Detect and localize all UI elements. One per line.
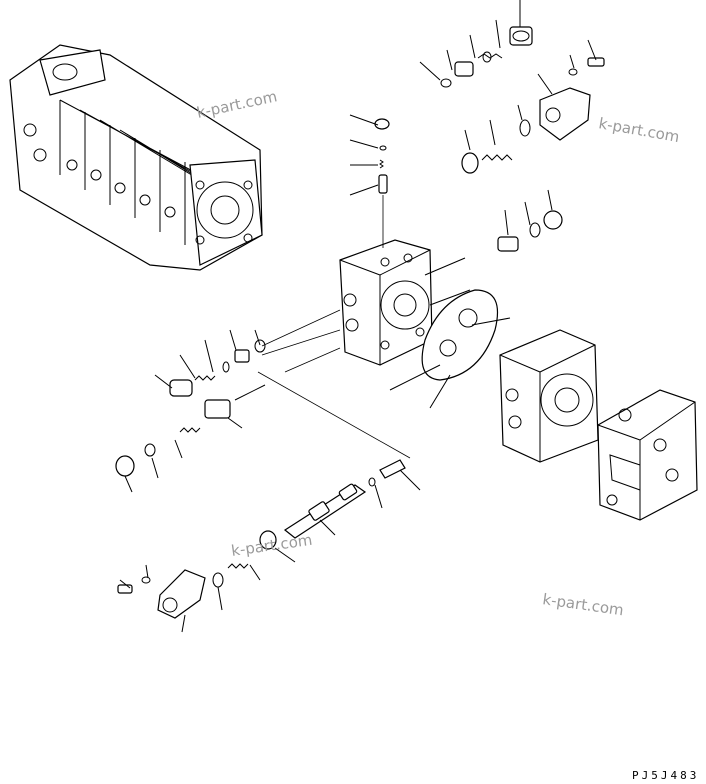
spool-end-parts xyxy=(212,530,296,611)
small-plug-column xyxy=(349,114,390,248)
watermark-upper-left: k-part.com xyxy=(195,87,279,122)
plug-parts-right xyxy=(497,189,563,252)
leader-lines xyxy=(389,257,511,409)
main-spool xyxy=(283,459,421,539)
drawing-code: PJ5J483 xyxy=(632,769,699,782)
watermark-lower-right: k-part.com xyxy=(541,590,624,619)
watermark-upper-right: k-part.com xyxy=(597,114,681,146)
spool-cap xyxy=(117,564,206,633)
cover-plate-top xyxy=(537,39,605,141)
center-valve-section xyxy=(339,239,433,366)
gasket xyxy=(421,289,499,381)
end-cover xyxy=(597,389,698,521)
spool-parts-lower xyxy=(115,347,411,493)
upper-plug-parts xyxy=(419,0,533,88)
valve-stack-assembly xyxy=(9,44,263,271)
left-plug-and-springs xyxy=(154,309,341,397)
adjacent-valve-section xyxy=(499,329,599,463)
spring-stack-top xyxy=(461,104,531,174)
